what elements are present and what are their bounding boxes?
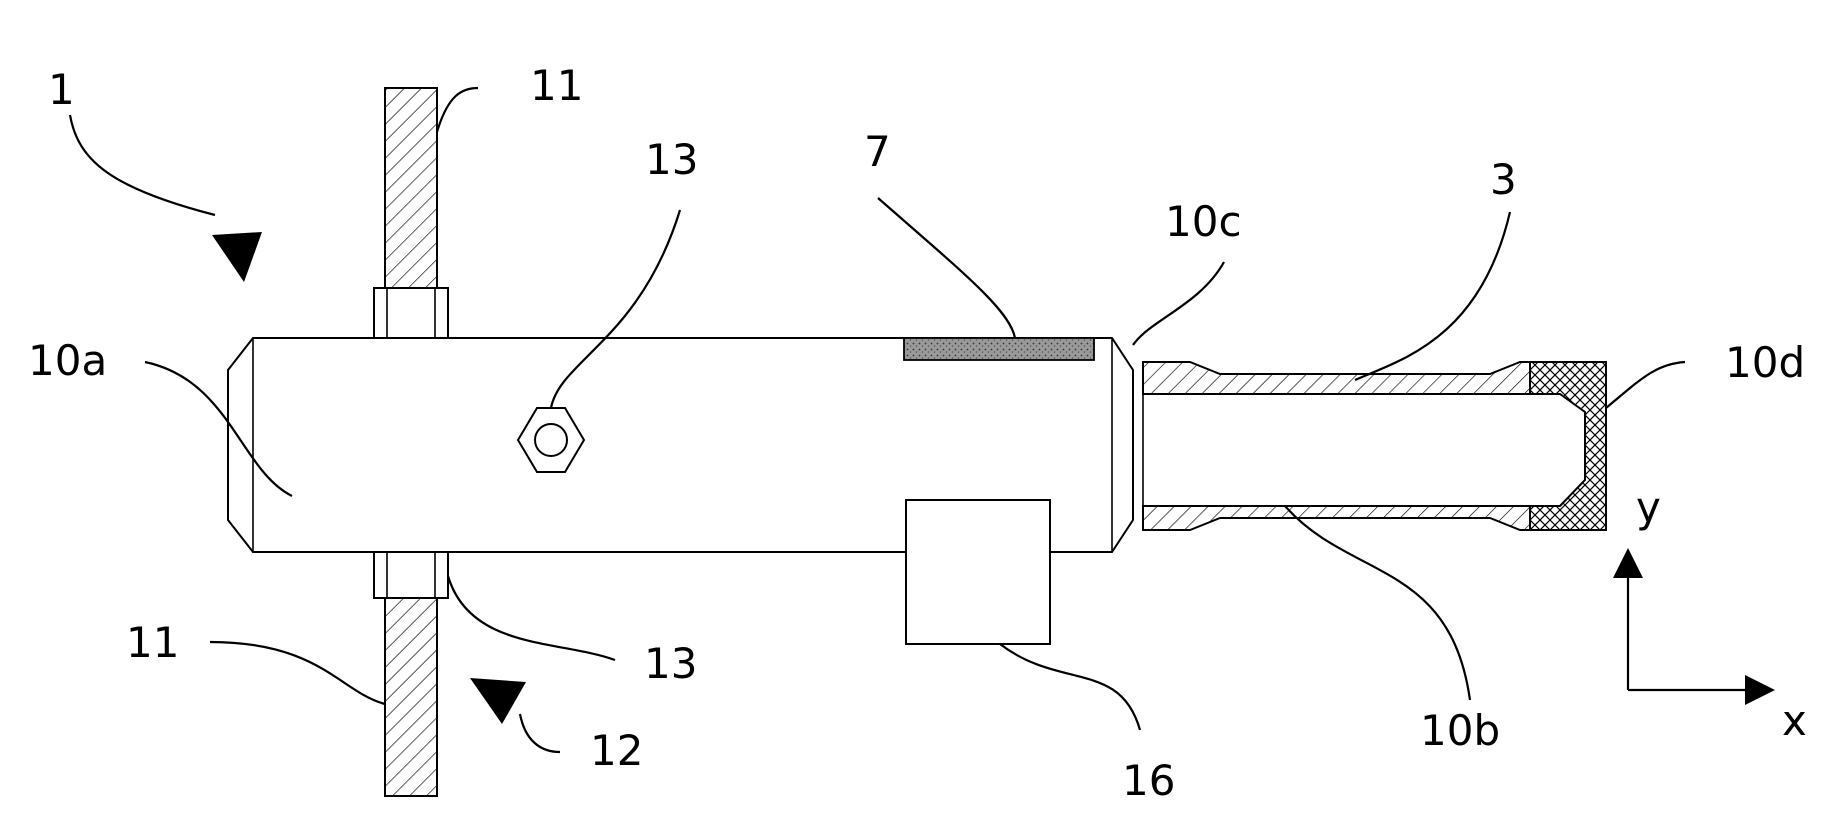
handle-bushing-top xyxy=(374,288,448,338)
label-strip: 7 xyxy=(864,127,891,176)
label-box: 16 xyxy=(1122,756,1175,805)
label-tube: 3 xyxy=(1490,155,1517,204)
label-arrow-lower: 12 xyxy=(590,726,643,775)
handle-bar-top xyxy=(385,88,437,288)
handle-bushing-bottom xyxy=(374,552,448,598)
tube xyxy=(1143,362,1530,530)
label-handle-bottom: 11 xyxy=(126,618,179,667)
label-body: 10a xyxy=(28,336,107,385)
arrow-1 xyxy=(70,115,262,282)
label-cap: 10d xyxy=(1725,338,1805,387)
label-nut-center: 13 xyxy=(645,135,698,184)
label-device: 1 xyxy=(48,65,75,114)
label-axis-y: y xyxy=(1636,483,1661,532)
strip xyxy=(904,338,1094,360)
box xyxy=(906,500,1050,644)
label-handle-top: 11 xyxy=(530,61,583,110)
handle-bar-bottom xyxy=(385,598,437,796)
label-axis-x: x xyxy=(1782,696,1807,745)
label-nut-lower: 13 xyxy=(644,639,697,688)
label-neck: 10c xyxy=(1165,197,1242,246)
arrow-12 xyxy=(470,678,526,724)
end-cap xyxy=(1530,362,1606,530)
label-bore: 10b xyxy=(1420,706,1500,755)
xy-axis-indicator xyxy=(1613,548,1775,705)
